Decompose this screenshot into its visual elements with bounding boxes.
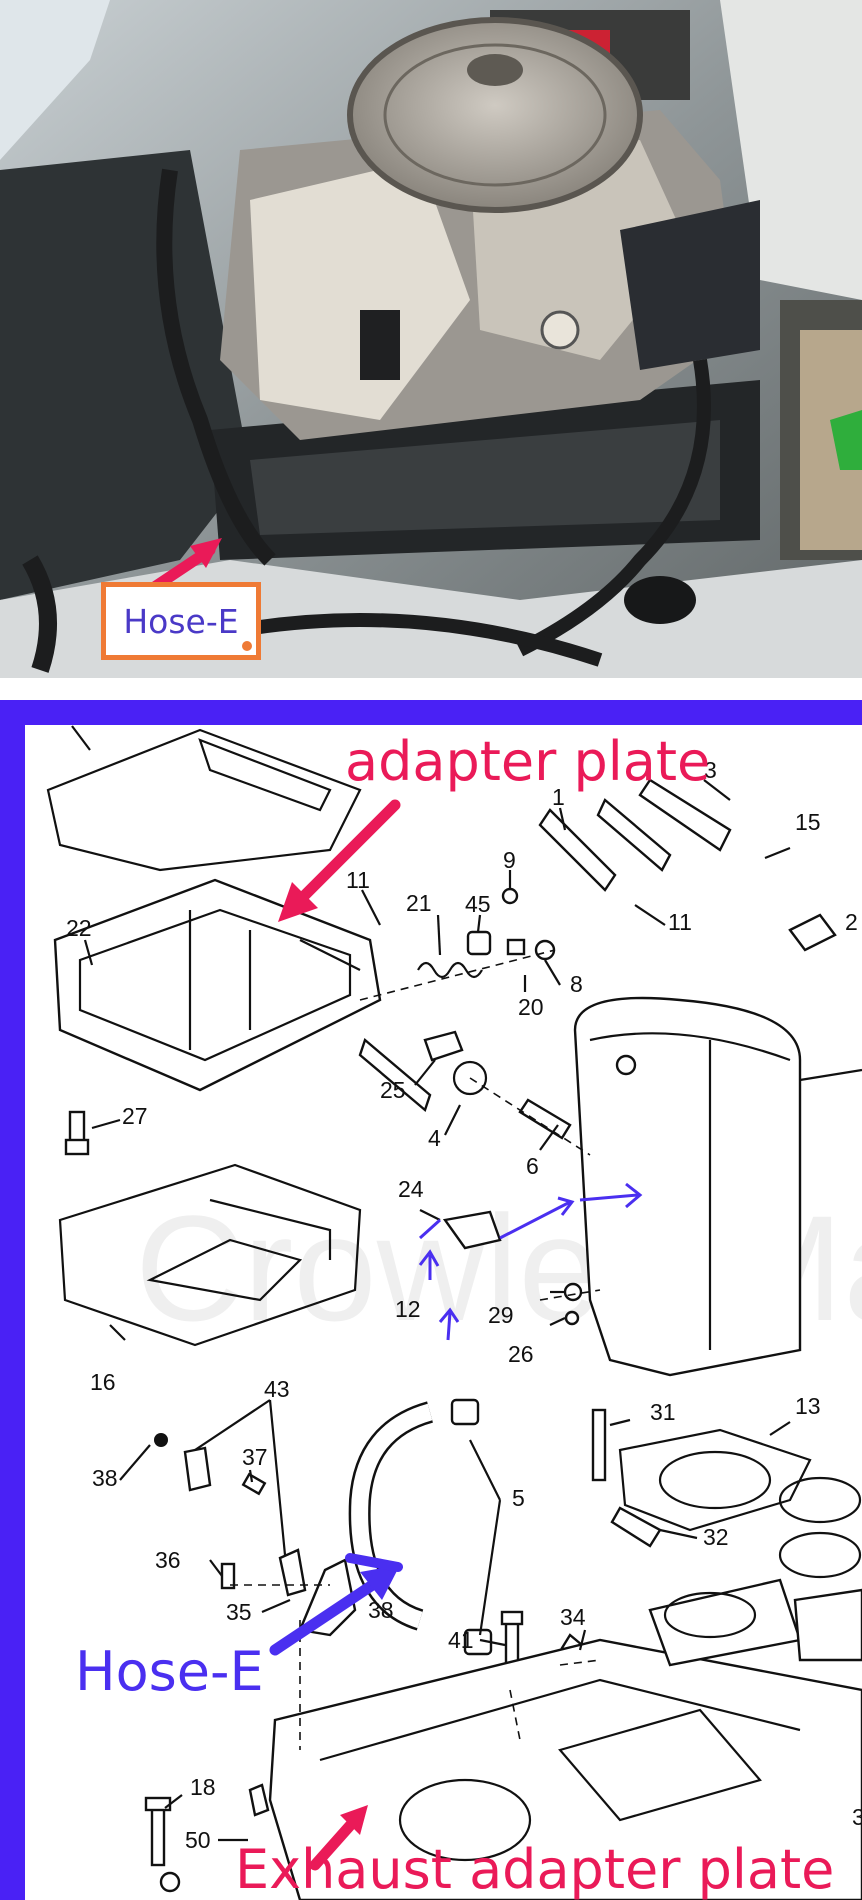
part-43-label: 43 — [264, 1376, 290, 1402]
part-32-label: 32 — [703, 1524, 729, 1550]
spring-21 — [417, 961, 483, 979]
elbow-2 — [788, 913, 837, 952]
part-34-label: 34 — [560, 1604, 586, 1630]
parts-diagram: Crowley Ma — [0, 700, 862, 1900]
part-38a-label: 38 — [92, 1465, 118, 1491]
gasket-13 — [618, 1428, 862, 1579]
part-3b-label: 3 — [852, 1804, 862, 1830]
bolt-27 — [64, 1110, 90, 1156]
part-45-label: 45 — [465, 891, 491, 917]
gasket-16 — [58, 1163, 362, 1347]
part-37-label: 37 — [242, 1444, 268, 1470]
stud-31 — [591, 1408, 607, 1482]
part-5-label: 5 — [512, 1485, 525, 1511]
part-38b-label: 38 — [368, 1597, 394, 1623]
callout-corner-dot — [242, 641, 252, 651]
exhaust-adapter-plate-label: Exhaust adapter plate — [235, 1838, 834, 1900]
part-36-label: 36 — [155, 1547, 181, 1573]
part-1-label: 1 — [552, 784, 565, 810]
part-11b-label: 11 — [668, 909, 692, 935]
part-21-label: 21 — [406, 890, 432, 916]
solid-leaders — [71, 725, 791, 1842]
clamps-5 — [450, 1398, 493, 1656]
dashed-leaders — [230, 949, 601, 1750]
part-15-label: 15 — [795, 809, 821, 835]
bolts-18-50 — [144, 1783, 270, 1893]
part-13-label: 13 — [795, 1393, 821, 1419]
elbow-24 — [442, 1210, 502, 1250]
part-31-label: 31 — [650, 1399, 676, 1425]
adapter-plate-part — [53, 878, 382, 1092]
part-50-label: 50 — [185, 1827, 211, 1853]
part-41-label: 41 — [448, 1627, 474, 1653]
gasket-top — [46, 728, 362, 872]
part-6-label: 6 — [526, 1153, 539, 1179]
part-26-label: 26 — [508, 1341, 534, 1367]
part-24-label: 24 — [398, 1176, 424, 1202]
part-11a-label: 11 — [346, 867, 370, 893]
blue-annotation-arrow — [269, 1553, 403, 1656]
part-20-label: 20 — [518, 994, 544, 1020]
hose-e-photo-label: Hose-E — [123, 601, 239, 641]
hose-e-photo-callout: Hose-E — [101, 582, 261, 660]
part-18-label: 18 — [190, 1774, 216, 1800]
part-8-label: 8 — [570, 971, 583, 997]
blue-flow-arrows — [418, 1182, 643, 1341]
red-annotation-arrows — [278, 799, 401, 1871]
part-35-label: 35 — [226, 1599, 252, 1625]
part-2-label: 2 — [845, 909, 858, 935]
clamp-tube-group — [423, 1030, 572, 1140]
bracket-group — [154, 1433, 357, 1637]
engine-photo-illustration — [0, 0, 862, 678]
exhaust-adapter-plate-part — [268, 1578, 862, 1900]
part-12-label: 12 — [395, 1296, 421, 1322]
part-9-label: 9 — [503, 847, 516, 873]
canister — [573, 996, 862, 1377]
part-27-label: 27 — [122, 1103, 148, 1129]
part-number-labels: 7 3 1 9 45 15 11 21 22 11 8 20 2 25 27 4… — [60, 701, 862, 1853]
engine-photo: Hose-E — [0, 0, 862, 678]
part-29-label: 29 — [488, 1302, 514, 1328]
part-3-label: 3 — [704, 757, 717, 783]
reed-strips — [358, 778, 732, 1113]
adapter-plate-label: adapter plate — [345, 730, 710, 793]
parts-diagram-drawing: Crowley Ma — [46, 701, 862, 1900]
part-25-label: 25 — [380, 1077, 406, 1103]
part-22-label: 22 — [66, 915, 92, 941]
hose-12-fill — [351, 1403, 433, 1629]
fittings-29-26 — [563, 1282, 583, 1326]
part-16-label: 16 — [90, 1369, 116, 1395]
part-4-label: 4 — [428, 1125, 441, 1151]
hose-e-diagram-label: Hose-E — [75, 1640, 264, 1703]
diagram-frame-left — [0, 700, 25, 1900]
diagram-frame-top — [0, 700, 862, 725]
